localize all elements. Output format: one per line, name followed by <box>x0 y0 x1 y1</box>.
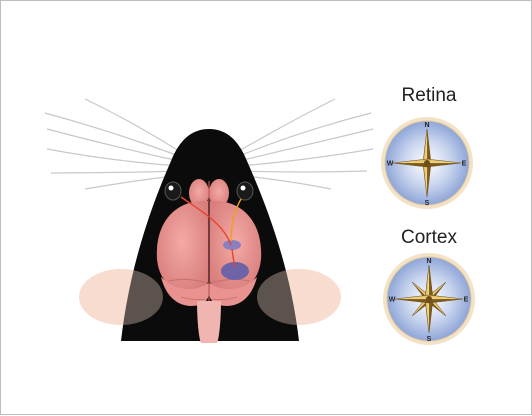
compass-east-letter: E <box>462 161 467 168</box>
compass-south-letter: S <box>427 336 432 343</box>
retina-label: Retina <box>402 85 457 106</box>
compass-east-letter: E <box>464 297 469 304</box>
cortex-label: Cortex <box>401 227 457 248</box>
right-eye <box>237 182 253 200</box>
retina-compass: N S E W <box>381 117 473 209</box>
whiskers-left <box>45 99 181 189</box>
left-eye <box>165 182 181 200</box>
whiskers-right <box>237 99 373 189</box>
lgn-area <box>223 240 241 250</box>
compass-north-letter: N <box>426 258 431 265</box>
compass-west-letter: W <box>387 161 394 168</box>
cortex-compass: N S E W <box>383 253 475 345</box>
compass-west-letter: W <box>389 297 396 304</box>
compass-south-letter: S <box>425 200 430 207</box>
compass-north-letter: N <box>424 122 429 129</box>
